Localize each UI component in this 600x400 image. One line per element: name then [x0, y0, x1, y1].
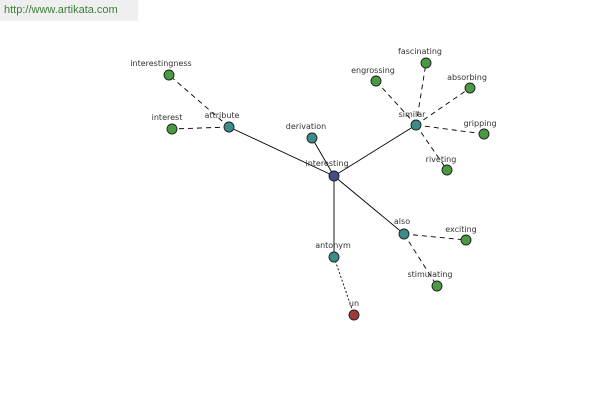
- edge-similar-absorbing: [415, 87, 471, 126]
- node-label-similar: similar: [399, 110, 427, 119]
- node-absorbing[interactable]: [464, 82, 476, 94]
- source-link[interactable]: http://www.artikata.com: [4, 4, 118, 16]
- node-similar[interactable]: [410, 119, 422, 131]
- edge-similar-engrossing: [375, 80, 417, 126]
- edge-interesting-derivation: [311, 137, 335, 177]
- node-label-derivation: derivation: [286, 122, 326, 131]
- node-label-interestingness: interestingness: [130, 59, 191, 68]
- node-label-stimulating: stimulating: [407, 270, 452, 279]
- edge-interesting-also: [333, 175, 405, 235]
- edge-also-exciting: [403, 233, 467, 241]
- node-interesting[interactable]: [328, 170, 340, 182]
- node-label-interesting: interesting: [305, 159, 348, 168]
- edges-layer: [168, 62, 485, 316]
- source-bar: http://www.artikata.com: [0, 0, 138, 21]
- node-label-exciting: exciting: [445, 225, 477, 234]
- node-also[interactable]: [398, 228, 410, 240]
- edge-also-stimulating: [403, 233, 438, 287]
- edge-interesting-attribute: [228, 126, 335, 177]
- node-label-engrossing: engrossing: [351, 66, 395, 75]
- edge-attribute-interest: [171, 126, 230, 130]
- edge-similar-riveting: [415, 124, 448, 171]
- node-stimulating[interactable]: [431, 280, 443, 292]
- node-label-fascinating: fascinating: [398, 47, 442, 56]
- edge-attribute-interestingness: [168, 74, 230, 128]
- labels-layer: interesting attribute derivation similar als…: [130, 47, 496, 308]
- node-label-un: un: [349, 299, 359, 308]
- node-interest[interactable]: [166, 123, 178, 135]
- node-derivation[interactable]: [306, 132, 318, 144]
- node-exciting[interactable]: [460, 234, 472, 246]
- edge-interesting-similar: [333, 124, 417, 177]
- node-label-riveting: riveting: [426, 155, 457, 164]
- node-gripping[interactable]: [478, 128, 490, 140]
- node-riveting[interactable]: [441, 164, 453, 176]
- node-label-interest: interest: [152, 113, 183, 122]
- node-label-antonym: antonym: [315, 241, 351, 250]
- node-label-also: also: [394, 217, 410, 226]
- node-attribute[interactable]: [223, 121, 235, 133]
- node-fascinating[interactable]: [420, 57, 432, 69]
- edge-similar-gripping: [415, 124, 485, 135]
- edge-similar-fascinating: [415, 62, 427, 126]
- node-interestingness[interactable]: [163, 69, 175, 81]
- node-engrossing[interactable]: [370, 75, 382, 87]
- node-antonym[interactable]: [328, 251, 340, 263]
- nodes-layer: [163, 57, 490, 321]
- node-label-attribute: attribute: [205, 111, 240, 120]
- node-label-gripping: gripping: [463, 119, 496, 128]
- node-un[interactable]: [348, 309, 360, 321]
- node-label-absorbing: absorbing: [447, 73, 487, 82]
